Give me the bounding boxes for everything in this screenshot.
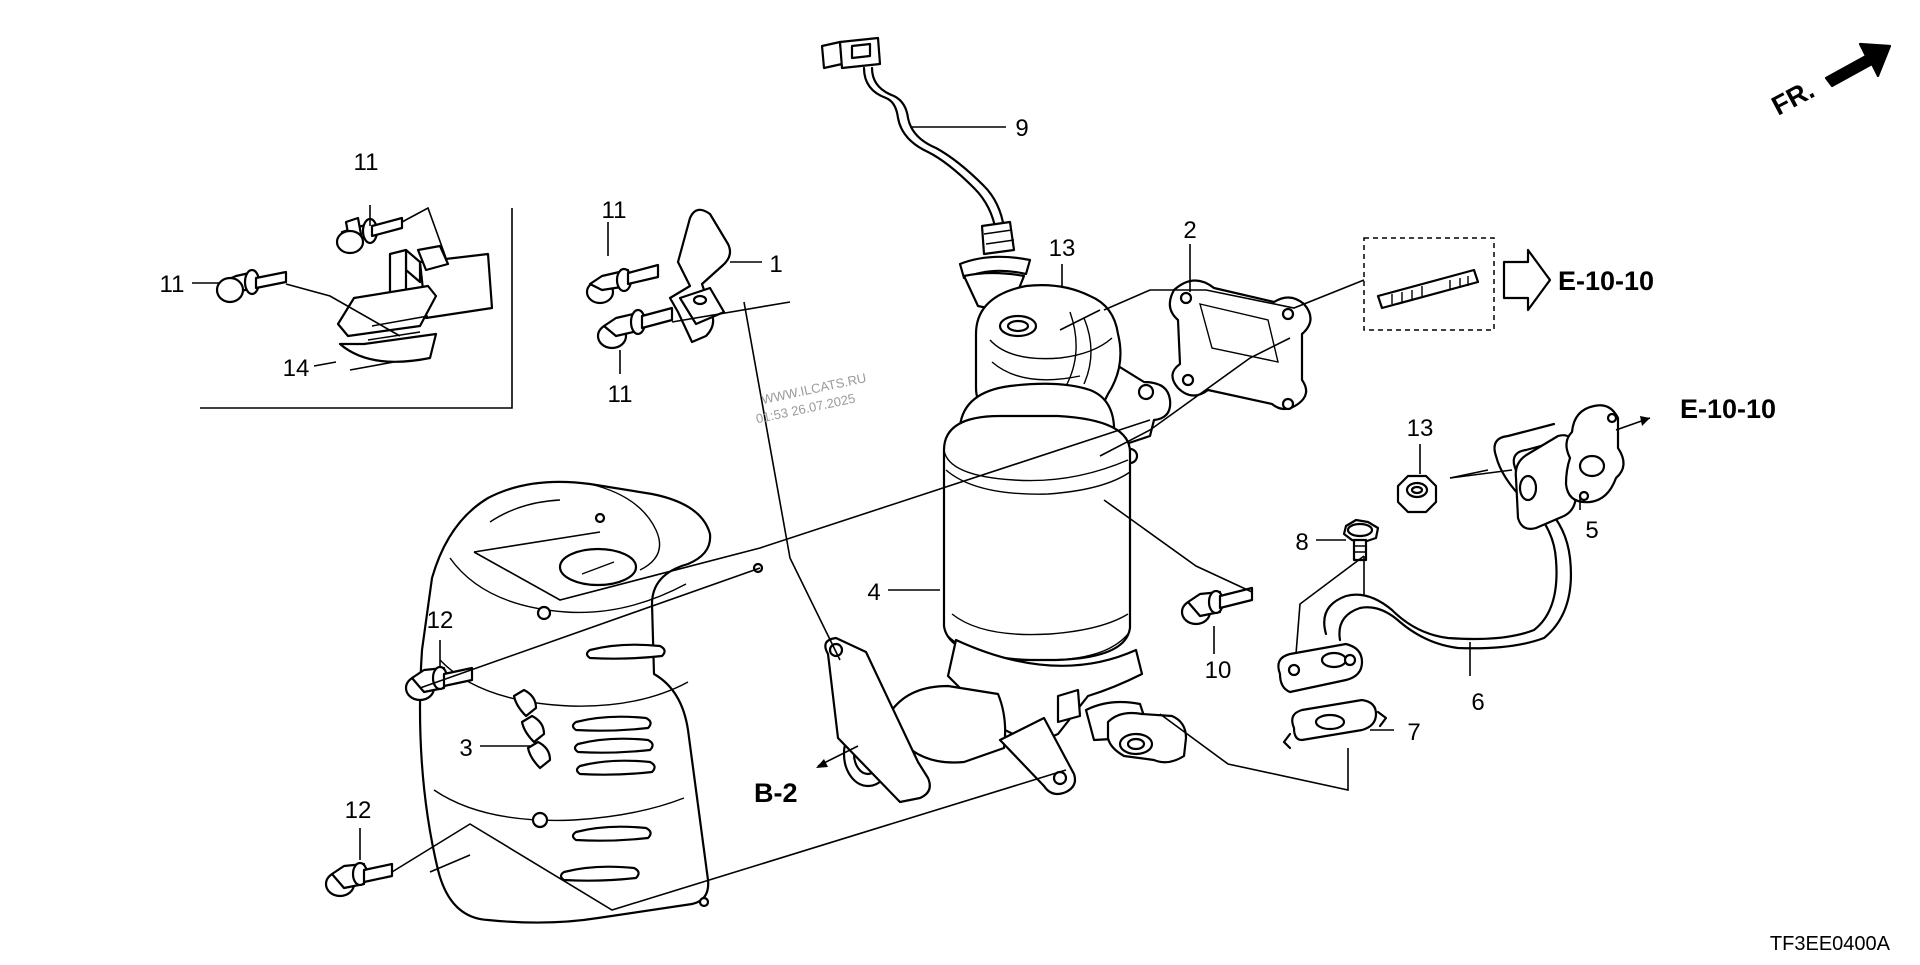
heat-shield-3[interactable]: [418, 480, 764, 924]
callout-4: 4: [867, 579, 880, 606]
front-direction-arrow: [1824, 42, 1892, 88]
callout-11-inset-top: 11: [354, 149, 379, 176]
bolt-11-upper[interactable]: [585, 263, 660, 305]
oxygen-sensor-9[interactable]: [820, 36, 1032, 329]
callout-11-upper: 11: [602, 197, 627, 224]
bracket-1[interactable]: [668, 208, 732, 344]
callout-10: 10: [1205, 657, 1232, 684]
callout-1: 1: [769, 251, 782, 278]
callout-labels: 11 11 14 11 11 1 9 13 2 4 3 12 12 10 8 1…: [160, 115, 1599, 824]
gasket-2[interactable]: [1168, 279, 1312, 411]
bolt-11-inset-left[interactable]: [215, 268, 288, 304]
front-direction-label: FR.: [1767, 74, 1819, 121]
callout-13-right: 13: [1407, 415, 1434, 442]
callout-9: 9: [1015, 115, 1028, 142]
callout-5: 5: [1585, 517, 1598, 544]
ref-b-2: B-2: [754, 778, 798, 808]
callout-3: 3: [459, 735, 472, 762]
callout-2: 2: [1183, 217, 1196, 244]
bolt-8[interactable]: [1342, 518, 1380, 562]
watermark: WWW.ILCATS.RU 01:53 26.07.2025: [754, 370, 867, 426]
arrow-lower-ref: [1615, 416, 1651, 431]
hollow-arrow-upper: [1502, 248, 1552, 312]
bolt-12-upper[interactable]: [404, 665, 474, 702]
callout-7: 7: [1407, 719, 1420, 746]
callout-11-inset-left: 11: [160, 271, 185, 298]
callout-11-lower: 11: [608, 381, 633, 408]
inset-leaders: [192, 205, 447, 371]
ref-e-10-10-lower: E-10-10: [1680, 394, 1776, 424]
assembly-lines: [391, 279, 1513, 911]
callout-8: 8: [1295, 529, 1308, 556]
leaders-12: [359, 640, 441, 860]
inset-frame: [200, 208, 513, 409]
arrow-b2: [816, 745, 859, 768]
callout-6: 6: [1471, 689, 1484, 716]
callout-13-upper: 13: [1049, 235, 1076, 262]
drawing-code: TF3EE0400A: [1770, 933, 1891, 955]
gasket-7[interactable]: [1282, 698, 1388, 750]
sensor-14[interactable]: [336, 244, 494, 363]
bolt-10[interactable]: [1180, 586, 1254, 626]
callout-12-lower: 12: [345, 797, 372, 824]
leaders-pipe: [1370, 496, 1581, 731]
callout-14: 14: [283, 355, 310, 382]
bolt-11-lower[interactable]: [596, 306, 674, 350]
nut-13-right[interactable]: [1396, 474, 1438, 514]
bracket-1-leaders: [607, 222, 791, 374]
stud-bolt-box: [1363, 237, 1495, 331]
gasket-5[interactable]: [1564, 404, 1625, 504]
stud-bolt[interactable]: [1376, 268, 1480, 310]
exhaust-manifold-catalyst-4[interactable]: [824, 284, 1188, 804]
ref-e-10-10-upper: E-10-10: [1558, 266, 1654, 296]
callout-12-upper: 12: [427, 607, 454, 634]
egr-pipe-6[interactable]: [1277, 422, 1578, 694]
bolt-11-inset-top[interactable]: [335, 216, 404, 255]
bolt-12-lower[interactable]: [324, 861, 394, 898]
